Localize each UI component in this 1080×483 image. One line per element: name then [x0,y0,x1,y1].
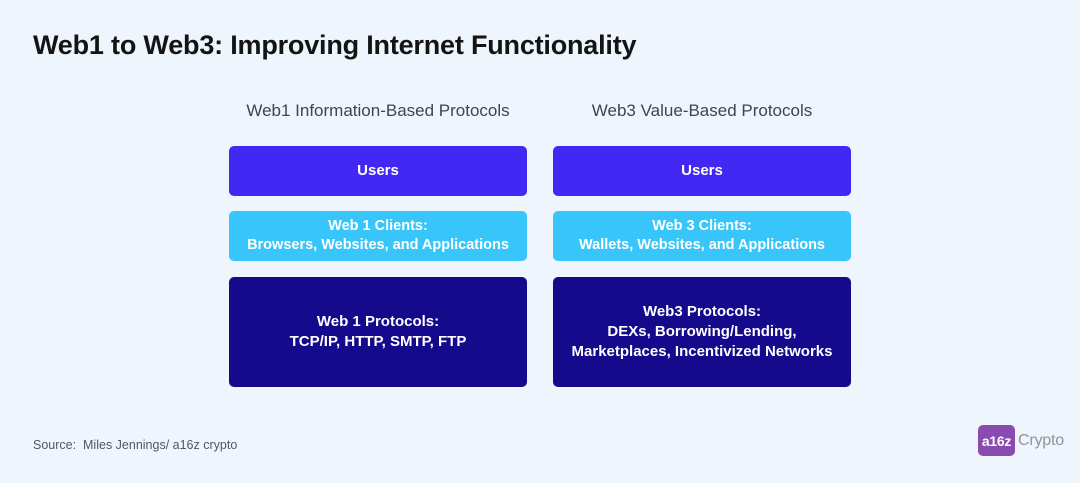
box-web1-clients: Web 1 Clients: Browsers, Websites, and A… [229,211,527,261]
column-header-web3: Web3 Value-Based Protocols [591,101,813,120]
box-line: Web 1 Clients: [328,217,428,234]
box-web3-users: Users [553,146,851,196]
box-line: DEXs, Borrowing/Lending, [607,323,797,341]
column-web3: Web3 Value-Based Protocols Users Web 3 C… [553,96,851,387]
box-line: Web3 Protocols: [642,303,762,321]
box-text: Users [357,161,399,181]
box-line: TCP/IP, HTTP, SMTP, FTP [289,333,467,350]
box-line: Marketplaces, Incentivized Networks [571,342,833,360]
box-line: Web 3 Clients: [652,217,752,234]
box-text: Web 1 Protocols: TCP/IP, HTTP, SMTP, FTP [290,312,467,352]
page-title: Web1 to Web3: Improving Internet Functio… [33,30,637,60]
protocol-stack-columns: Web1 Information-Based Protocols Users W… [229,96,851,387]
column-header-web1: Web1 Information-Based Protocols [246,101,510,120]
a16z-logo-mark: a16z [978,425,1015,456]
box-line: Browsers, Websites, and Applications [247,237,509,253]
box-text: Users [681,161,723,181]
box-line: Web 1 Protocols: [316,313,440,331]
box-web3-clients: Web 3 Clients: Wallets, Websites, and Ap… [553,211,851,261]
box-web3-protocols: Web3 Protocols: DEXs, Borrowing/Lending,… [553,277,851,387]
box-text: Web 1 Clients: Browsers, Websites, and A… [247,217,509,255]
box-web1-protocols: Web 1 Protocols: TCP/IP, HTTP, SMTP, FTP [229,277,527,387]
column-web1: Web1 Information-Based Protocols Users W… [229,96,527,387]
box-line: Users [681,162,723,180]
box-text: Web 3 Clients: Wallets, Websites, and Ap… [579,217,825,255]
source-credit: Source: Miles Jennings/ a16z crypto [33,438,238,452]
a16z-crypto-logo: a16z Crypto [978,425,1064,456]
box-text: Web3 Protocols: DEXs, Borrowing/Lending,… [572,302,833,361]
a16z-logo-wordmark: Crypto [1018,431,1064,449]
box-line: Wallets, Websites, and Applications [578,237,825,253]
box-web1-users: Users [229,146,527,196]
box-line: Users [357,162,399,180]
